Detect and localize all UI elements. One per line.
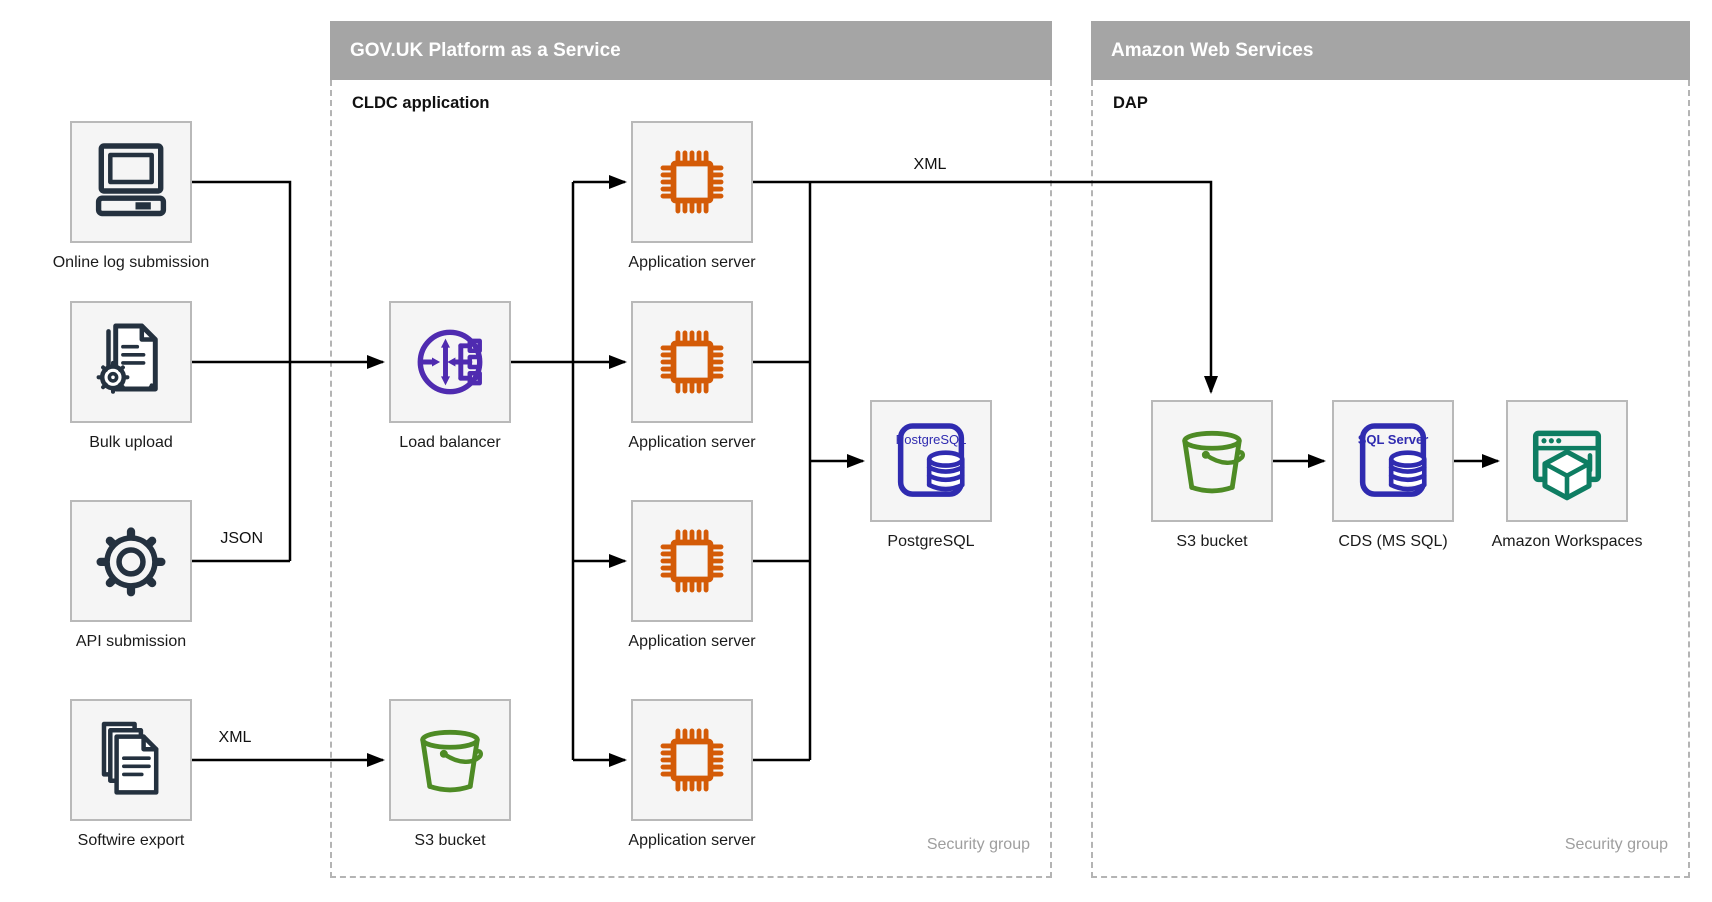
node-box: PostgreSQL <box>870 400 992 522</box>
node-label: PostgreSQL <box>887 533 975 550</box>
node-label: Application server <box>628 832 756 849</box>
node-label: Bulk upload <box>89 434 173 451</box>
node-label: Application server <box>628 633 756 650</box>
security-group-label-paas: Security group <box>926 836 1030 853</box>
node-application-server-2: Application server <box>628 301 756 451</box>
sql-server-icon-text: SQL Server <box>1357 432 1429 447</box>
node-box <box>631 301 753 423</box>
node-box <box>631 121 753 243</box>
chip-icon <box>660 529 724 593</box>
node-box <box>70 699 192 821</box>
node-label: Online log submission <box>52 254 210 271</box>
node-box <box>70 121 192 243</box>
node-online-log-submission: Online log submission <box>53 121 209 271</box>
node-box <box>631 500 753 622</box>
workspaces-icon <box>1532 430 1602 501</box>
node-box <box>389 699 511 821</box>
s3-bucket-icon <box>420 729 484 793</box>
node-label: Application server <box>628 254 756 271</box>
chip-icon <box>660 728 724 792</box>
node-load-balancer: Load balancer <box>389 301 511 451</box>
load-balancer-icon <box>417 329 483 395</box>
node-box <box>631 699 753 821</box>
node-label: Load balancer <box>399 434 501 451</box>
zone-body-paas: CLDC application Security group <box>330 80 1052 878</box>
edge-onlinelog-merge <box>192 180 292 561</box>
security-group-label-aws: Security group <box>1564 836 1668 853</box>
zone-sublabel-dap: DAP <box>1113 94 1148 112</box>
node-s3-bucket-paas: S3 bucket <box>389 699 511 849</box>
zone-body-aws: DAP Security group <box>1091 80 1690 878</box>
node-label: CDS (MS SQL) <box>1338 533 1448 550</box>
document-gear-icon <box>96 323 158 394</box>
sql-server-database-icon <box>1359 423 1427 497</box>
node-box <box>70 500 192 622</box>
node-box <box>70 301 192 423</box>
node-api-submission: API submission <box>70 500 192 650</box>
edge-label-xml-feed: XML <box>913 156 947 173</box>
node-label: Amazon Workspaces <box>1491 533 1643 550</box>
node-label: S3 bucket <box>1176 533 1248 550</box>
edge-xml-to-aws-s3 <box>753 180 1218 394</box>
zone-header-paas: GOV.UK Platform as a Service <box>330 21 1052 80</box>
postgresql-icon-text: PostgreSQL <box>895 432 967 447</box>
document-stack-icon <box>101 721 159 795</box>
postgresql-database-icon <box>897 423 965 497</box>
node-label: API submission <box>75 633 187 650</box>
node-postgresql: PostgreSQL PostgreSQL <box>870 400 992 550</box>
edge-label-json: JSON <box>220 530 263 547</box>
node-label: S3 bucket <box>414 832 486 849</box>
node-application-server-1: Application server <box>628 121 756 271</box>
zone-title-aws: Amazon Web Services <box>1111 40 1314 61</box>
node-box <box>1506 400 1628 522</box>
node-application-server-4: Application server <box>628 699 756 849</box>
node-box: SQL Server <box>1332 400 1454 522</box>
node-amazon-workspaces: Amazon Workspaces <box>1492 400 1642 550</box>
node-application-server-3: Application server <box>628 500 756 650</box>
node-label: Application server <box>628 434 756 451</box>
node-bulk-upload: Bulk upload <box>70 301 192 451</box>
zone-header-aws: Amazon Web Services <box>1091 21 1690 80</box>
node-label: Softwire export <box>77 832 185 849</box>
edge-label-xml-export: XML <box>218 729 252 746</box>
node-cds-ms-sql: SQL Server CDS (MS SQL) <box>1332 400 1454 550</box>
node-box <box>389 301 511 423</box>
desktop-computer-icon <box>95 143 167 217</box>
chip-icon <box>660 150 724 214</box>
s3-bucket-icon <box>1182 430 1246 494</box>
zone-title-paas: GOV.UK Platform as a Service <box>350 40 621 61</box>
gear-icon <box>96 527 166 597</box>
zone-sublabel-cldc: CLDC application <box>352 94 490 112</box>
chip-icon <box>660 330 724 394</box>
node-box <box>1151 400 1273 522</box>
node-s3-bucket-aws: S3 bucket <box>1151 400 1273 550</box>
node-softwire-export: Softwire export <box>70 699 192 849</box>
